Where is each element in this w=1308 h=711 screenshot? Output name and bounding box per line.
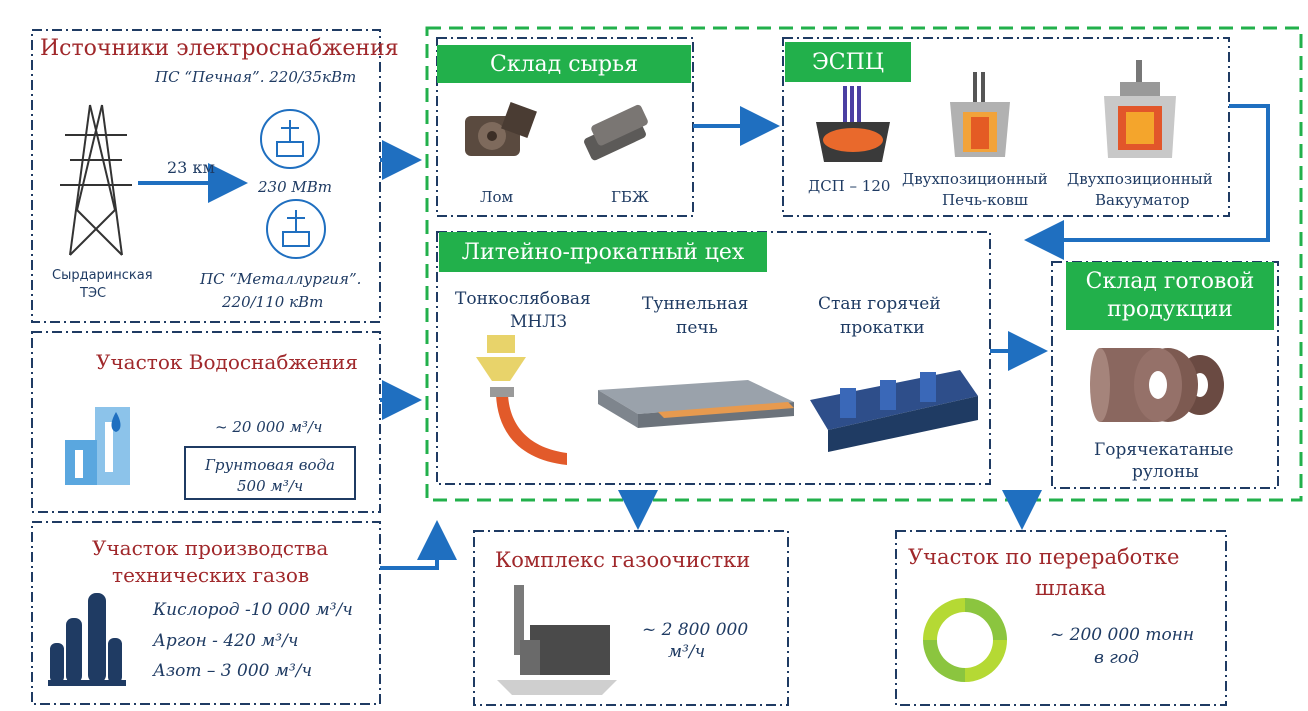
ladle-furnace-icon — [950, 72, 1010, 157]
espc-title: ЭСПЦ — [785, 42, 911, 82]
hbi-icon — [584, 104, 648, 161]
source-label-1: Сырдаринская — [52, 268, 153, 283]
scrap-icon — [465, 102, 537, 156]
rolling-title: Литейно-прокатный цех — [439, 232, 767, 272]
distance-label: 23 км — [167, 158, 215, 177]
water-frame — [31, 331, 381, 513]
ground-water-line2: 500 м³/ч — [237, 477, 304, 495]
water-title: Участок Водоснабжения — [96, 350, 358, 374]
gases-title-line2: технических газов — [112, 563, 310, 587]
finished-item-line2: рулоны — [1132, 462, 1199, 482]
gas-cleaning-title: Комплекс газоочистки — [495, 548, 751, 572]
argon-label: Аргон - 420 м³/ч — [153, 631, 299, 651]
nitrogen-label: Азот – 3 000 м³/ч — [153, 661, 313, 681]
transmission-tower-icon — [60, 104, 132, 256]
recycle-icon — [923, 598, 1007, 682]
gases-frame — [31, 521, 381, 705]
finished-title-line2: продукции — [1107, 297, 1233, 322]
espc-item3-line1: Двухпозиционный — [1067, 170, 1213, 188]
source-label-2: ТЭС — [80, 286, 107, 301]
substation2-line1: ПС “Металлургия”. — [200, 270, 362, 288]
caster-icon — [476, 335, 567, 465]
arrow-espc-to-rolling — [1024, 104, 1270, 260]
substation-icon — [260, 109, 320, 169]
substation-icon — [266, 199, 326, 259]
rolling-item2-line1: Туннельная — [642, 294, 749, 314]
power-frame — [31, 29, 381, 323]
raw-item2: ГБЖ — [611, 188, 649, 206]
water-flow-label: ~ 20 000 м³/ч — [215, 418, 323, 436]
rolling-item2-line2: печь — [676, 318, 718, 338]
water-building-icon — [65, 407, 130, 485]
finished-item-line1: Горячекатаные — [1094, 440, 1234, 460]
slag-value-line1: ~ 200 000 тонн — [1050, 625, 1195, 645]
slag-title-line1: Участок по переработке — [908, 545, 1180, 569]
espc-item1: ДСП – 120 — [808, 177, 891, 195]
substation1-label: ПС “Печная”. 220/35кВт — [155, 68, 357, 86]
rolling-item3-line2: прокатки — [840, 318, 925, 338]
gas-cleaning-value-line2: м³/ч — [668, 642, 706, 662]
arc-furnace-icon — [816, 86, 890, 162]
rolling-item1-line2: МНЛЗ — [510, 312, 568, 332]
gases-title-line1: Участок производства — [92, 536, 329, 560]
finished-frame — [1051, 261, 1279, 489]
raw-storage-title: Склад сырья — [437, 45, 691, 83]
slag-title-line2: шлака — [1035, 576, 1107, 600]
finished-title-line1: Склад готовой — [1085, 269, 1255, 294]
gas-plant-icon — [48, 593, 126, 686]
gas-cleaning-plant-icon — [497, 585, 617, 695]
rolling-item3-line1: Стан горячей — [818, 294, 941, 314]
steel-coils-icon — [1090, 348, 1224, 422]
espc-item2-line1: Двухпозиционный — [902, 170, 1048, 188]
hot-strip-mill-icon — [810, 370, 978, 452]
espc-item3-line2: Вакууматор — [1095, 191, 1190, 209]
gas-cleaning-value-line1: ~ 2 800 000 — [642, 620, 749, 640]
rolling-frame — [436, 231, 991, 485]
oxygen-label: Кислород -10 000 м³/ч — [153, 600, 353, 620]
raw-item1: Лом — [480, 188, 514, 206]
espc-frame — [782, 37, 1230, 217]
substation2-line2: 220/110 кВт — [222, 293, 324, 311]
espc-item2-line2: Печь-ковш — [942, 191, 1028, 209]
rolling-item1-line1: Тонкослябовая — [455, 289, 591, 309]
finished-title: Склад готовой продукции — [1066, 262, 1274, 330]
vacuum-degasser-icon — [1104, 60, 1176, 158]
power-title: Источники электроснабжения — [40, 36, 399, 61]
gas-cleaning-frame — [473, 530, 789, 706]
ground-water-box — [184, 446, 356, 500]
power-value-label: 230 МВт — [258, 178, 333, 196]
slag-frame — [895, 530, 1227, 706]
slag-value-line2: в год — [1094, 648, 1139, 668]
ground-water-line1: Грунтовая вода — [205, 456, 335, 474]
tunnel-furnace-icon — [598, 380, 794, 428]
plant-frame — [425, 26, 1303, 502]
arrow-gases-to-plant — [380, 520, 457, 570]
